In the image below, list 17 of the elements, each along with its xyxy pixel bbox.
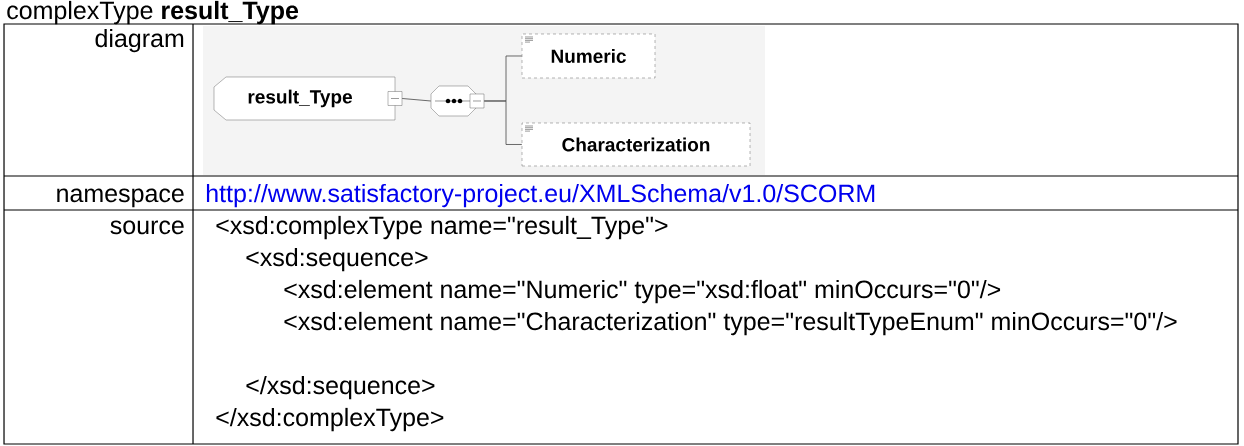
source-code-line: <xsd:element name="Numeric" type="xsd:float" minOccurs="0"/> xyxy=(284,279,1001,304)
optional-element-box: Characterization xyxy=(521,122,751,167)
table-title: complexType result_Type xyxy=(7,0,299,25)
row-header: namespace xyxy=(57,188,184,208)
element-box: result_Type xyxy=(213,76,403,121)
link: http://www.satisfactory-project.eu/XMLSchema/v1.0/SCORM xyxy=(206,183,875,208)
connector-line xyxy=(483,100,523,145)
connector-line xyxy=(401,98,432,102)
source-code-line: <xsd:sequence> xyxy=(246,247,428,272)
row-header: source xyxy=(110,220,184,235)
source-code-line: </xsd:sequence> xyxy=(246,375,435,400)
optional-element-box: Numeric xyxy=(521,33,656,79)
row-header: diagram xyxy=(95,28,184,53)
source-code-line: <xsd:element name="Characterization" type="resultTypeEnum" minOccurs="0"/> xyxy=(284,311,1177,336)
sequence-compositor xyxy=(430,85,485,117)
source-code-line: </xsd:complexType> xyxy=(216,407,444,432)
source-code-line: <xsd:complexType name="result_Type"> xyxy=(216,215,668,240)
